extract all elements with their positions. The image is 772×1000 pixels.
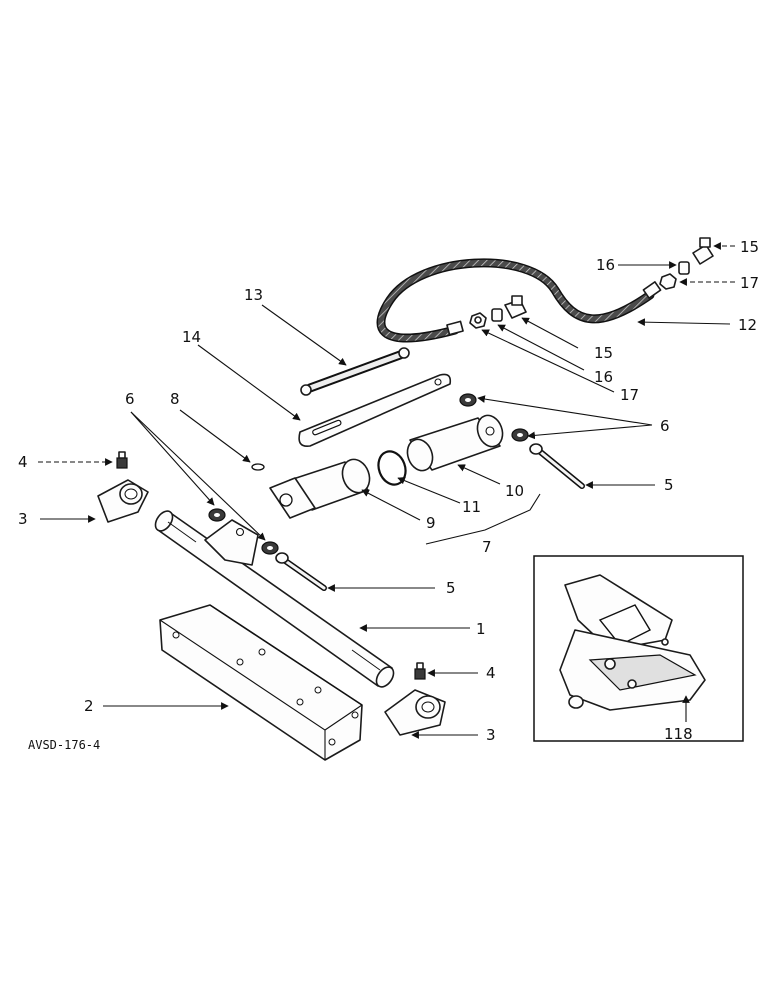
grease-fitting-right xyxy=(414,662,426,680)
washer-cylinder-right xyxy=(511,428,529,442)
callout-labels: 13 14 6 8 4 3 9 11 10 7 6 5 5 1 2 4 3 12… xyxy=(18,238,759,752)
callout-118: 118 xyxy=(664,725,693,743)
callout-4-right: 4 xyxy=(486,664,496,682)
hydraulic-hose xyxy=(376,258,662,343)
callout-7: 7 xyxy=(482,538,492,556)
mounting-support-angle xyxy=(159,604,363,761)
callout-12: 12 xyxy=(738,316,757,334)
lift-rod xyxy=(300,347,410,396)
callout-6-right: 6 xyxy=(660,417,670,435)
hose-elbow-upper xyxy=(692,237,714,265)
slotted-link xyxy=(298,373,452,448)
callout-16-upper: 16 xyxy=(596,256,615,274)
callout-17-upper: 17 xyxy=(740,274,759,292)
shaft-bearing-left xyxy=(97,479,149,523)
washer-cylinder-top xyxy=(459,393,477,407)
callout-16-lower: 16 xyxy=(594,368,613,386)
callout-8: 8 xyxy=(170,390,180,408)
shaft-bearing-right xyxy=(384,689,446,736)
drawing-id: AVSD-176-4 xyxy=(28,738,100,752)
inset-box xyxy=(533,555,744,742)
callout-3-right: 3 xyxy=(486,726,496,744)
clevis-pin-left xyxy=(275,552,327,591)
hose-elbow-lower xyxy=(504,295,527,319)
washer-shaft-left xyxy=(208,508,226,522)
hose-fitting-nut-lower xyxy=(469,312,487,329)
inset-bracket-assembly xyxy=(559,574,706,711)
grease-fitting-left xyxy=(116,451,128,469)
callout-11: 11 xyxy=(462,498,481,516)
callout-3-left: 3 xyxy=(18,510,28,528)
hose-fitting-nut-upper xyxy=(659,273,677,290)
leader-lines xyxy=(38,242,735,739)
cylinder-barrel xyxy=(269,458,371,519)
callout-15-upper: 15 xyxy=(740,238,759,256)
callout-2: 2 xyxy=(84,697,94,715)
callout-17-lower: 17 xyxy=(620,386,639,404)
callout-10: 10 xyxy=(505,482,524,500)
callout-5-left: 5 xyxy=(446,579,456,597)
callout-9: 9 xyxy=(426,514,436,532)
callout-4-left: 4 xyxy=(18,453,28,471)
callout-15-lower: 15 xyxy=(594,344,613,362)
callout-14: 14 xyxy=(182,328,201,346)
callout-5-right: 5 xyxy=(664,476,674,494)
callout-13: 13 xyxy=(244,286,263,304)
cylinder-piston-tube xyxy=(406,414,504,472)
clevis-pin-right xyxy=(529,443,585,489)
rock-shaft xyxy=(154,510,395,688)
callout-6-left: 6 xyxy=(125,390,135,408)
callout-1: 1 xyxy=(476,620,486,638)
washer-shaft-right xyxy=(261,541,279,555)
cylinder-packing-ring xyxy=(377,450,407,486)
cotter-pin xyxy=(251,463,265,471)
hose-fitting-adapter-upper xyxy=(678,261,690,275)
hose-fitting-adapter-lower xyxy=(491,308,503,322)
